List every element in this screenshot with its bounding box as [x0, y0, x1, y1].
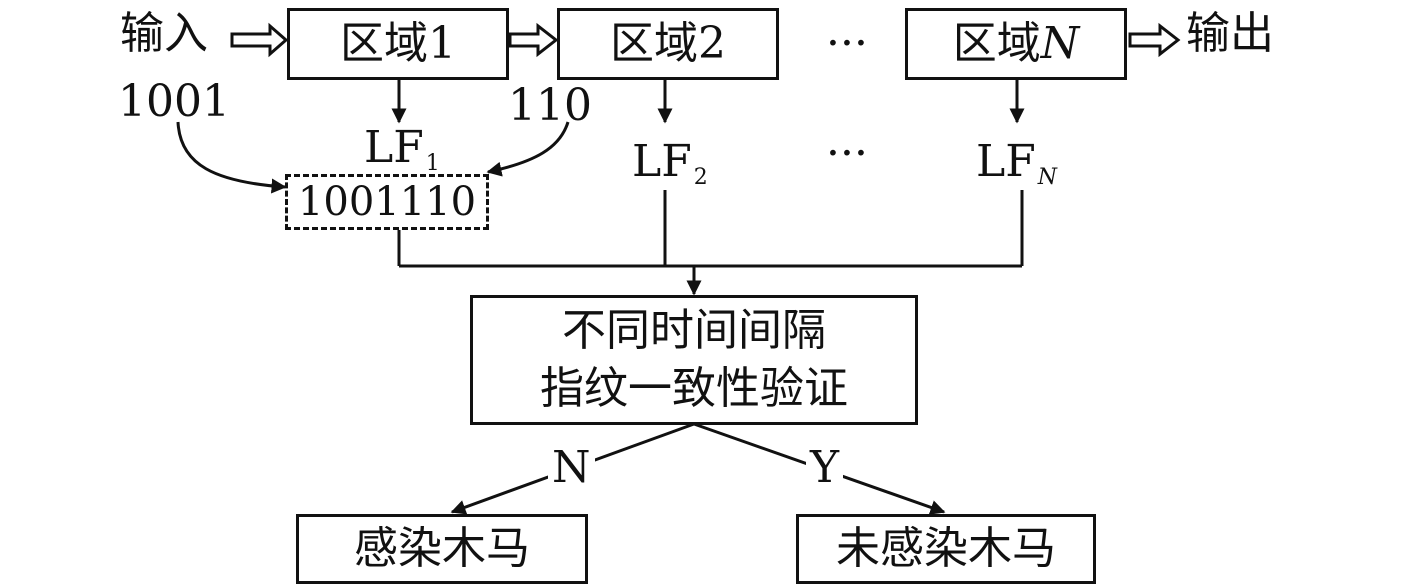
fingerprint-2-sub: 2 — [693, 165, 708, 190]
region-1-bits-label: 110 — [508, 80, 592, 131]
region-2-index: 2 — [698, 18, 726, 69]
region-box-2: 区域2 — [557, 8, 779, 80]
region-2-word: 区域 — [610, 18, 698, 69]
fingerprint-2-base: LF — [632, 136, 692, 187]
result-clean-box: 未感染木马 — [796, 514, 1096, 584]
region-1-index: 1 — [428, 18, 456, 69]
input-bits-label: 1001 — [118, 76, 230, 127]
fingerprint-n-sub: N — [1037, 165, 1057, 190]
hollow-arrow-input — [230, 22, 289, 58]
fingerprint-2: LF2 — [632, 140, 708, 189]
region-n-index: N — [1040, 18, 1080, 69]
hollow-arrow-r1-r2 — [508, 22, 559, 58]
input-label: 输入 — [120, 8, 208, 59]
region-1-label: 区域1 — [340, 22, 456, 66]
output-label: 输出 — [1186, 8, 1274, 59]
region-ellipsis: ··· — [826, 18, 868, 69]
result-infected-box: 感染木马 — [296, 514, 588, 584]
verify-line-1: 不同时间间隔 — [562, 305, 826, 356]
curve-arrow-region-bits — [486, 121, 570, 177]
region-1-word: 区域 — [340, 18, 428, 69]
result-clean-label: 未感染木马 — [836, 523, 1056, 574]
fingerprint-1: LF1 — [364, 126, 440, 175]
verify-box: 不同时间间隔 指纹一致性验证 — [470, 295, 918, 425]
curve-arrow-input-bits — [176, 121, 287, 194]
region-box-n: 区域N — [905, 8, 1127, 80]
branch-no-label: N — [548, 446, 595, 490]
verify-line-2: 指纹一致性验证 — [540, 363, 848, 414]
region-n-word: 区域 — [952, 18, 1041, 69]
branch-yes-label: Y — [806, 446, 844, 490]
result-infected-label: 感染木马 — [354, 523, 530, 574]
fingerprint-1-base: LF — [364, 122, 424, 173]
region-n-label: 区域N — [953, 22, 1080, 66]
combined-bits: 1001110 — [297, 179, 477, 225]
hollow-arrow-output — [1128, 22, 1181, 58]
fingerprint-ellipsis: ··· — [826, 128, 868, 179]
fingerprint-n: LFN — [976, 140, 1057, 189]
combined-fingerprint-box: 1001110 — [285, 174, 489, 230]
region-box-1: 区域1 — [287, 8, 509, 80]
fingerprint-1-sub: 1 — [425, 151, 440, 176]
region-2-label: 区域2 — [610, 22, 726, 66]
fingerprint-n-base: LF — [976, 136, 1036, 187]
